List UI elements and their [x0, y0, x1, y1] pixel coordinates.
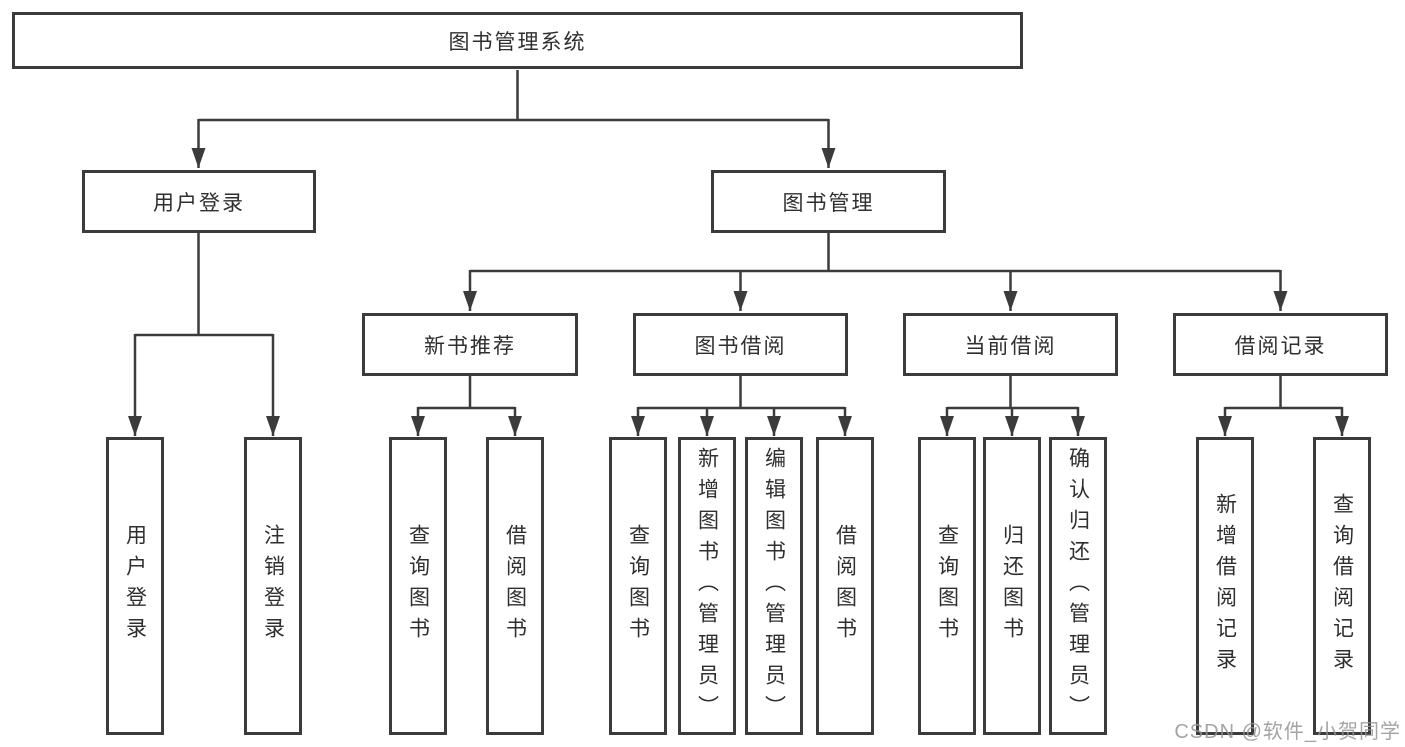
node-leaf-cb-return-book: 归还图书 [983, 437, 1041, 735]
node-book-mgmt-label: 图书管理 [782, 191, 875, 215]
node-leaf-bb-query-book-label: 查询图书 [626, 524, 650, 648]
node-user-login-label: 用户登录 [153, 191, 245, 215]
node-book-borrow-label: 图书借阅 [694, 334, 787, 358]
node-leaf-br-add-record-label: 新增借阅记录 [1213, 493, 1237, 679]
node-leaf-bb-query-book: 查询图书 [609, 437, 667, 735]
node-current-borrow: 当前借阅 [903, 313, 1118, 376]
node-leaf-logout: 注销登录 [244, 437, 302, 735]
csdn-watermark: CSDN @软件_小贺同学 [1174, 721, 1401, 743]
node-leaf-cb-confirm-return-label: 确认归还（管理员） [1066, 446, 1090, 726]
node-leaf-bb-add-book-label: 新增图书（管理员） [695, 446, 719, 726]
connector-new-book-rec-children [411, 376, 522, 436]
node-leaf-br-add-record: 新增借阅记录 [1196, 437, 1254, 735]
node-leaf-br-query-record: 查询借阅记录 [1313, 437, 1371, 735]
node-new-book-rec: 新书推荐 [362, 313, 578, 376]
node-leaf-cb-query-book: 查询图书 [918, 437, 976, 735]
node-current-borrow-label: 当前借阅 [964, 334, 1057, 358]
node-leaf-cb-return-book-label: 归还图书 [1000, 524, 1024, 648]
node-new-book-rec-label: 新书推荐 [424, 334, 516, 358]
connector-book-mgmt-children [463, 233, 1288, 311]
connector-current-borrow-children [940, 376, 1085, 436]
node-leaf-br-query-record-label: 查询借阅记录 [1330, 493, 1354, 679]
node-user-login: 用户登录 [82, 170, 316, 233]
node-leaf-bb-edit-book-label: 编辑图书（管理员） [762, 446, 786, 726]
connector-user-login-children [128, 233, 280, 436]
node-leaf-bb-borrow-book: 借阅图书 [816, 437, 874, 735]
node-leaf-rec-borrow-book-label: 借阅图书 [503, 524, 527, 648]
node-leaf-cb-query-book-label: 查询图书 [935, 524, 959, 648]
node-leaf-rec-borrow-book: 借阅图书 [486, 437, 544, 735]
node-root-label: 图书管理系统 [448, 30, 587, 54]
node-leaf-rec-query-book: 查询图书 [389, 437, 447, 735]
node-book-borrow: 图书借阅 [633, 313, 848, 376]
node-leaf-bb-edit-book: 编辑图书（管理员） [745, 437, 803, 735]
connector-book-borrow-children [631, 376, 852, 436]
node-book-mgmt: 图书管理 [711, 170, 946, 233]
node-borrow-record: 借阅记录 [1173, 313, 1388, 376]
node-leaf-cb-confirm-return: 确认归还（管理员） [1049, 437, 1107, 735]
node-leaf-user-login: 用户登录 [106, 437, 164, 735]
node-leaf-logout-label: 注销登录 [261, 524, 285, 648]
node-leaf-bb-borrow-book-label: 借阅图书 [833, 524, 857, 648]
node-leaf-bb-add-book: 新增图书（管理员） [678, 437, 736, 735]
connector-borrow-record-children [1218, 376, 1349, 436]
connector-root-to-level2 [191, 70, 836, 168]
node-borrow-record-label: 借阅记录 [1234, 334, 1327, 358]
node-leaf-user-login-label: 用户登录 [123, 524, 147, 648]
node-root: 图书管理系统 [12, 12, 1023, 69]
node-leaf-rec-query-book-label: 查询图书 [406, 524, 430, 648]
